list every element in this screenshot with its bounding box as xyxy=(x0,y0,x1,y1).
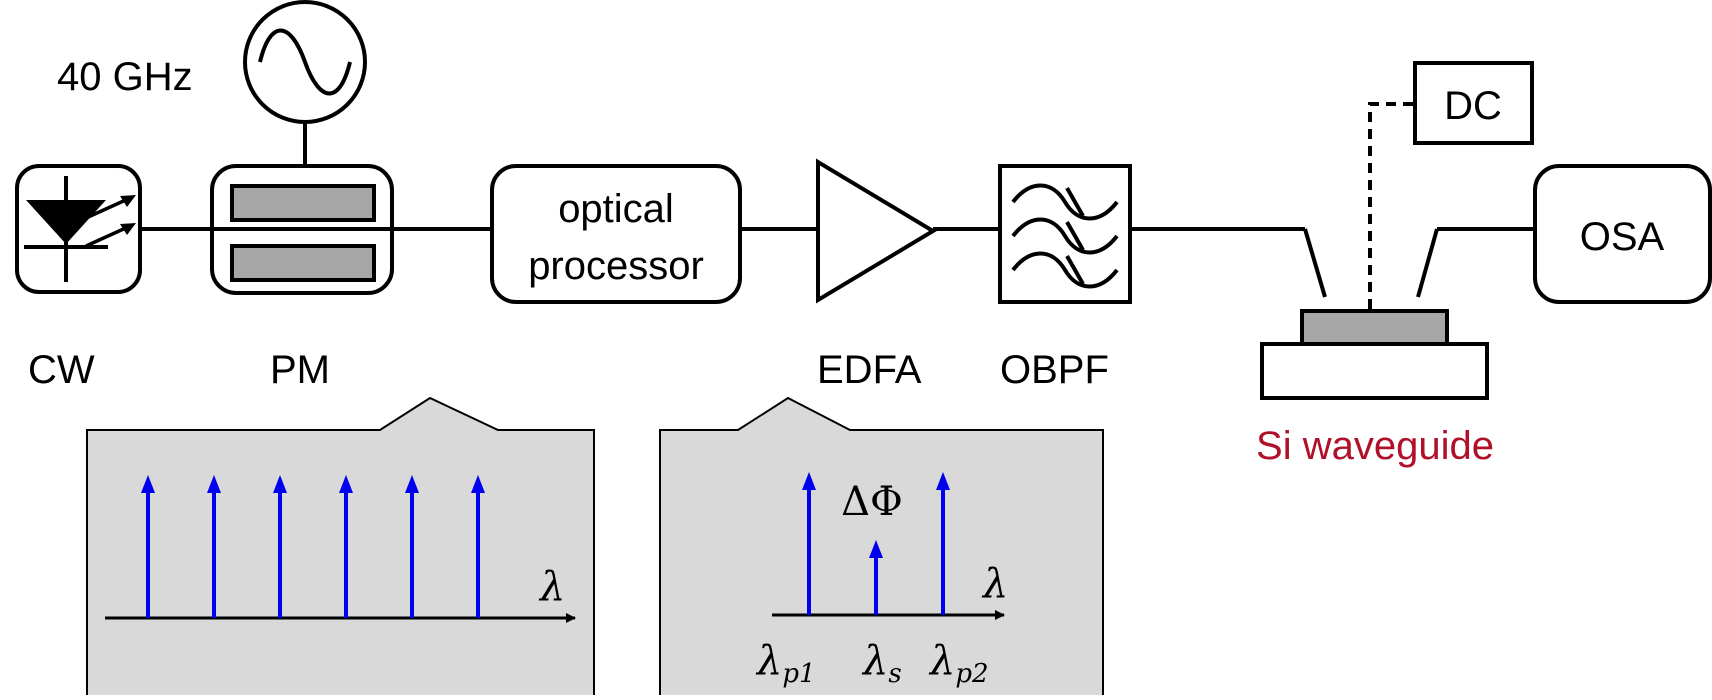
optical-processor-label-line2: processor xyxy=(528,244,704,288)
filter-icon xyxy=(1011,183,1119,289)
right-axis-label: λ xyxy=(981,561,1008,607)
rf-frequency-label: 40 GHz xyxy=(57,55,193,99)
obpf-label: OBPF xyxy=(1000,348,1109,392)
lambda-p2-label: λp2 xyxy=(928,638,989,689)
fiber-links xyxy=(140,227,1535,298)
spectrum-panel-left xyxy=(86,396,595,700)
optical-processor-label-line1: optical xyxy=(558,187,674,231)
cw-label: CW xyxy=(28,348,95,392)
signal-arrowhead xyxy=(869,540,883,558)
left-spectral-lines xyxy=(141,475,485,618)
pump1-arrowhead xyxy=(802,472,816,490)
rf-source xyxy=(243,0,367,166)
right-spectral-lines xyxy=(802,472,950,615)
si-waveguide-label: Si waveguide xyxy=(1256,424,1494,468)
osa xyxy=(1533,164,1712,304)
comb-line-arrowhead-4 xyxy=(339,475,353,493)
pump2-arrowhead xyxy=(936,472,950,490)
comb-line-arrowhead-3 xyxy=(273,475,287,493)
si-waveguide xyxy=(1260,309,1489,400)
diode-icon xyxy=(26,200,106,244)
osa-label: OSA xyxy=(1580,215,1665,259)
pm-label: PM xyxy=(270,348,330,392)
edfa-label: EDFA xyxy=(817,348,922,392)
cw-laser xyxy=(15,164,142,294)
left-axis-label: λ xyxy=(538,564,565,610)
comb-line-arrowhead-1 xyxy=(141,475,155,493)
sine-wave-icon xyxy=(258,28,352,96)
phase-difference-label: ΔΦ xyxy=(841,479,903,525)
comb-line-arrowhead-6 xyxy=(471,475,485,493)
optical-processor xyxy=(490,164,742,304)
comb-line-arrowhead-2 xyxy=(207,475,221,493)
spectrum-panel-right xyxy=(659,396,1104,700)
bandpass-filter xyxy=(998,164,1132,304)
lambda-s-label: λs xyxy=(861,638,902,689)
phase-modulator xyxy=(210,164,394,295)
lambda-p1-label: λp1 xyxy=(755,638,816,689)
dc-label: DC xyxy=(1444,84,1502,128)
amplifier-icon xyxy=(816,158,937,304)
comb-line-arrowhead-5 xyxy=(405,475,419,493)
dc-source xyxy=(1368,61,1534,309)
